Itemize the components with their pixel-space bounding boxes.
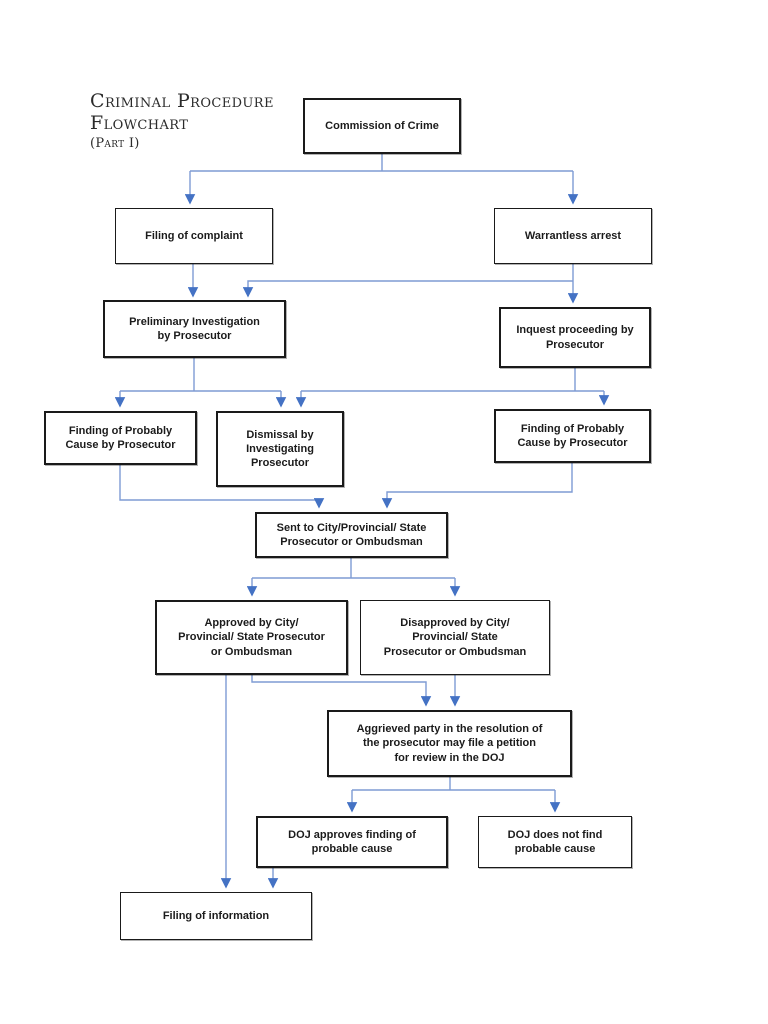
connector bbox=[381, 463, 573, 509]
title-line-2: Flowchart bbox=[90, 112, 189, 135]
node-commission-of-crime: Commission of Crime bbox=[303, 98, 461, 154]
node-sent-to-prosecutor-or-ombudsman: Sent to City/Provincial/ State Prosecuto… bbox=[255, 512, 448, 558]
node-inquest-proceeding: Inquest proceeding by Prosecutor bbox=[499, 307, 651, 368]
node-aggrieved-party-petition: Aggrieved party in the resolution of the… bbox=[327, 710, 572, 777]
connector bbox=[242, 280, 573, 298]
node-doj-approves-finding: DOJ approves finding of probable cause bbox=[256, 816, 448, 868]
node-approved-by-prosecutor: Approved by City/ Provincial/ State Pros… bbox=[155, 600, 348, 675]
node-warrantless-arrest: Warrantless arrest bbox=[494, 208, 652, 264]
node-preliminary-investigation: Preliminary Investigation by Prosecutor bbox=[103, 300, 286, 358]
title-part-label: (Part I) bbox=[90, 135, 140, 151]
node-disapproved-by-prosecutor: Disapproved by City/ Provincial/ State P… bbox=[360, 600, 550, 675]
connector bbox=[251, 675, 432, 707]
node-doj-does-not-find: DOJ does not find probable cause bbox=[478, 816, 632, 868]
title-line-1: Criminal Procedure bbox=[90, 90, 274, 112]
node-filing-of-information: Filing of information bbox=[120, 892, 312, 940]
node-finding-probable-cause-left: Finding of Probably Cause by Prosecutor bbox=[44, 411, 197, 465]
node-filing-of-complaint: Filing of complaint bbox=[115, 208, 273, 264]
flowchart-title: Criminal Procedure Flowchart (Part I) bbox=[90, 90, 274, 151]
node-dismissal-by-investigating-prosecutor: Dismissal by Investigating Prosecutor bbox=[216, 411, 344, 487]
node-finding-probable-cause-right: Finding of Probably Cause by Prosecutor bbox=[494, 409, 651, 463]
